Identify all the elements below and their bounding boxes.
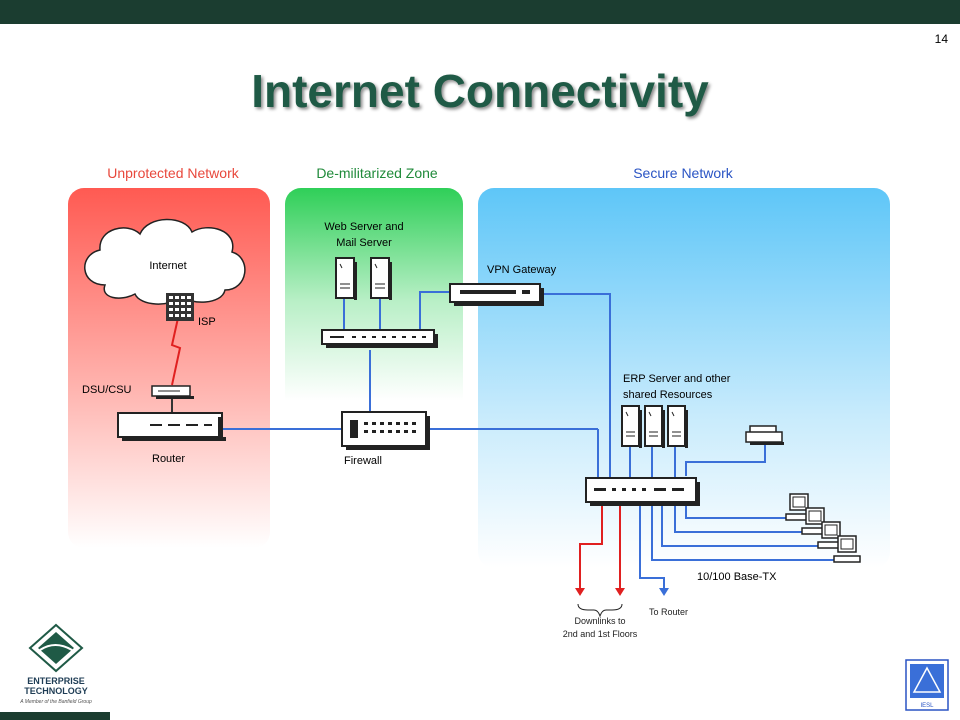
workstation-icon-1	[785, 493, 813, 521]
enterprise-technology-logo: ENTERPRISE TECHNOLOGY A Member of the Ba…	[19, 623, 92, 705]
web-server-label-line1: Web Server and	[324, 221, 403, 233]
router-label: Router	[152, 453, 185, 465]
slide-title: Internet Connectivity	[251, 65, 709, 117]
isp-link	[170, 317, 182, 386]
dmz-zone-label: De-militarized Zone	[316, 165, 438, 181]
svg-text:IESL: IESL	[920, 703, 934, 709]
secure-switch-icon	[585, 477, 700, 506]
dsu-label: DSU/CSU	[82, 384, 132, 396]
isp-label: ISP	[198, 316, 216, 328]
to-router-label: To Router	[649, 607, 688, 617]
router-icon	[117, 412, 226, 441]
downlink-arrow-1	[575, 588, 585, 596]
erp-label-line2: shared Resources	[623, 389, 713, 401]
firewall-label: Firewall	[344, 455, 382, 467]
unprotected-zone-label: Unprotected Network	[107, 165, 240, 181]
svg-text:ENTERPRISE: ENTERPRISE	[27, 676, 85, 686]
svg-text:A Member of the Banfield Group: A Member of the Banfield Group	[19, 699, 92, 705]
internet-label: Internet	[149, 260, 186, 272]
svg-text:TECHNOLOGY: TECHNOLOGY	[24, 686, 88, 696]
secure-zone-panel	[478, 188, 890, 568]
bottom-bar	[0, 712, 110, 720]
printer-icon	[745, 425, 784, 445]
downlinks-label-line2: 2nd and 1st Floors	[563, 629, 638, 639]
web-server-label-line2: Mail Server	[336, 237, 392, 249]
page-number: 14	[934, 32, 948, 46]
downlinks-label-line1: Downlinks to	[574, 616, 625, 626]
firewall-icon	[341, 411, 430, 450]
top-bar	[0, 0, 960, 24]
base-tx-label: 10/100 Base-TX	[697, 571, 777, 583]
vpn-label: VPN Gateway	[487, 264, 557, 276]
dmz-switch-icon	[321, 329, 438, 348]
erp-server-icon-1	[621, 405, 642, 448]
erp-server-icon-3	[667, 405, 688, 448]
web-server-icon	[335, 257, 357, 300]
internet-cloud-icon	[84, 218, 246, 305]
blue-links	[222, 291, 838, 590]
mail-server-icon	[370, 257, 392, 300]
downlink-arrow-2	[615, 588, 625, 596]
workstation-icon-4	[833, 535, 861, 563]
to-router-arrow	[659, 588, 669, 596]
erp-label-line1: ERP Server and other	[623, 373, 731, 385]
isp-building-icon	[166, 293, 194, 321]
downlinks-brace	[577, 603, 623, 618]
dsu-csu-icon	[151, 385, 194, 399]
iesl-badge-logo: IESL	[905, 659, 949, 711]
erp-server-icon-2	[644, 405, 665, 448]
secure-zone-label: Secure Network	[633, 165, 734, 181]
dmz-zone-panel	[285, 188, 463, 438]
vpn-gateway-icon	[449, 283, 544, 306]
downlink-lines	[579, 505, 621, 590]
workstation-icon-3	[817, 521, 845, 549]
